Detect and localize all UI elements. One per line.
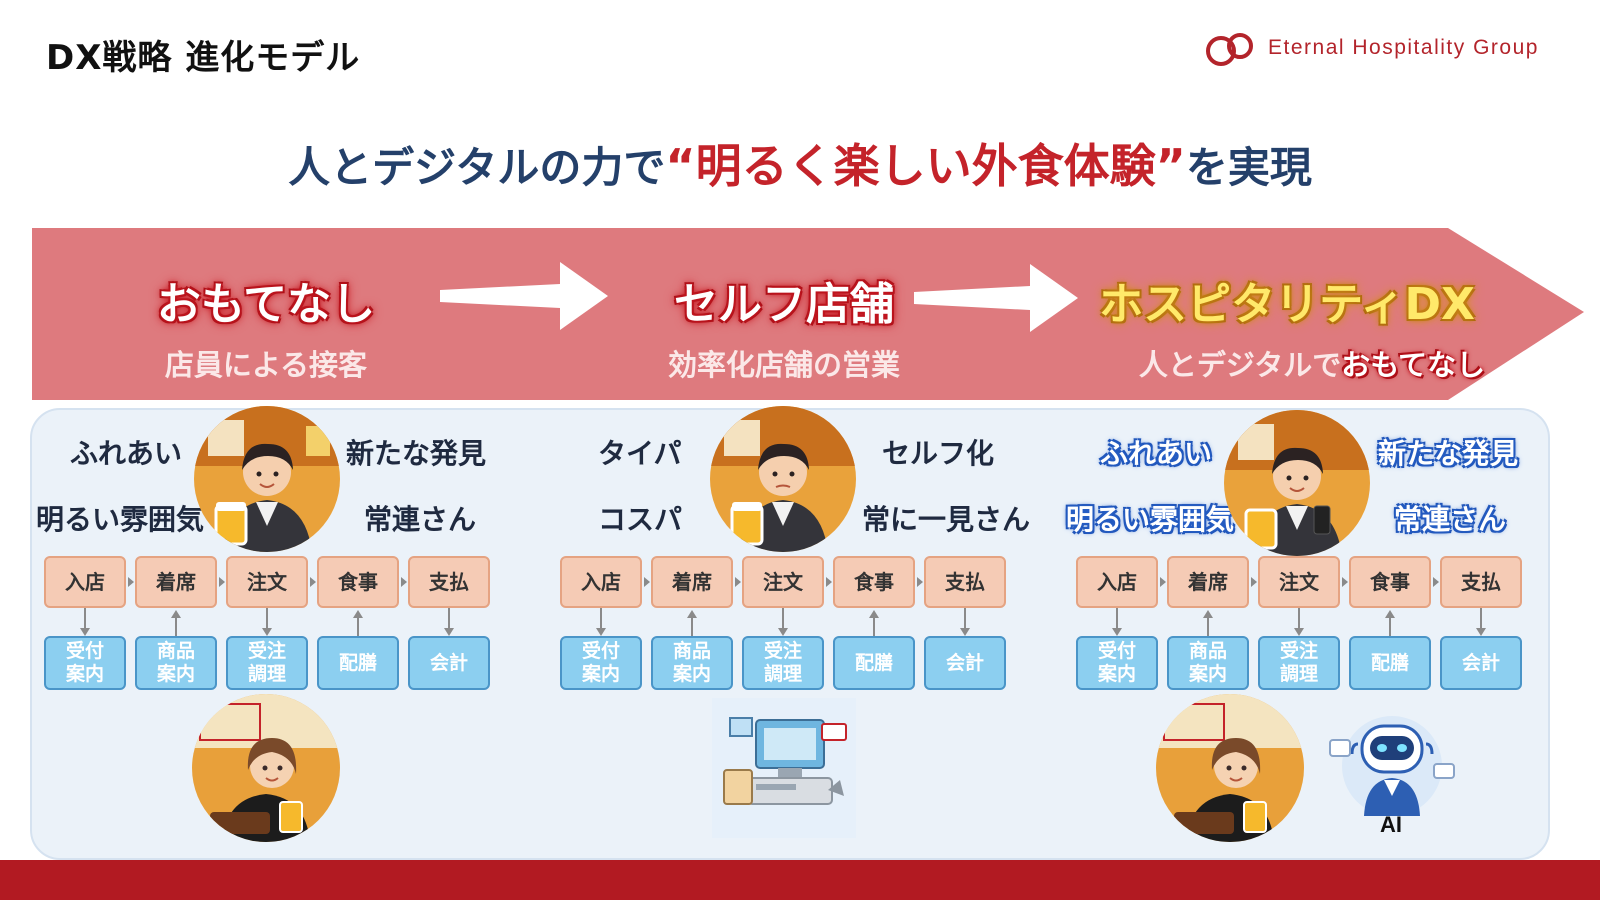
subprocess-step: 商品案内 bbox=[1167, 636, 1249, 690]
process-step: 注文 bbox=[226, 556, 308, 608]
process-step: 食事 bbox=[1349, 556, 1431, 608]
logo-rings-icon bbox=[1206, 33, 1253, 66]
stage-3-feature: ふれあい bbox=[1100, 437, 1213, 470]
stage-3-feature: 常連さん bbox=[1394, 503, 1507, 536]
headline-before: 人とデジタルの力で bbox=[288, 143, 666, 192]
subprocess-step: 受注調理 bbox=[742, 636, 824, 690]
process-step: 支払 bbox=[408, 556, 490, 608]
brand-logo: Eternal Hospitality Group bbox=[1204, 30, 1564, 70]
transition-arrow-1 bbox=[440, 262, 608, 330]
stage-1-subtitle: 店員による接客 bbox=[164, 348, 368, 382]
stage-1-feature: ふれあい bbox=[70, 437, 183, 470]
process-step: 支払 bbox=[924, 556, 1006, 608]
stage-1-feature: 新たな発見 bbox=[346, 437, 487, 470]
staff-avatar-icon bbox=[1156, 694, 1304, 842]
subprocess-step: 配膳 bbox=[1349, 636, 1431, 690]
pos-register-icon bbox=[712, 698, 856, 838]
transition-arrow-2 bbox=[914, 264, 1078, 332]
stage-1-feature: 常連さん bbox=[364, 503, 477, 536]
process-step: 支払 bbox=[1440, 556, 1522, 608]
subprocess-step: 商品案内 bbox=[651, 636, 733, 690]
stage-2-feature: コスパ bbox=[598, 503, 683, 536]
chevron-arrow-icon bbox=[32, 228, 1584, 400]
customer-avatar-icon bbox=[710, 406, 856, 552]
process-step: 着席 bbox=[651, 556, 733, 608]
stage-3-feature: 新たな発見 bbox=[1378, 437, 1519, 470]
stage-2-feature: タイパ bbox=[598, 437, 682, 470]
stage-2-feature: セルフ化 bbox=[882, 437, 995, 470]
bottom-bar bbox=[0, 860, 1600, 900]
headline: 人とデジタルの力で“明るく楽しい外食体験”を実現 bbox=[0, 130, 1600, 196]
subprocess-step: 受付案内 bbox=[560, 636, 642, 690]
headline-emphasis: 明るく楽しい外食体験 bbox=[695, 139, 1156, 193]
subprocess-step: 受注調理 bbox=[226, 636, 308, 690]
subprocess-step: 受注調理 bbox=[1258, 636, 1340, 690]
stage-3-feature: 明るい雰囲気 bbox=[1066, 503, 1235, 536]
staff-avatar-icon bbox=[192, 694, 340, 842]
customer-avatar-icon bbox=[1224, 410, 1370, 556]
process-step: 食事 bbox=[833, 556, 915, 608]
subprocess-step: 会計 bbox=[924, 636, 1006, 690]
brand-name: Eternal Hospitality Group bbox=[1268, 36, 1539, 59]
stage-2-subtitle: 効率化店舗の営業 bbox=[667, 348, 900, 382]
process-step: 注文 bbox=[742, 556, 824, 608]
stage-3-subtitle-emphasis: おもてなし bbox=[1341, 348, 1486, 382]
ai-robot-icon bbox=[1322, 700, 1462, 816]
subprocess-step: 配膳 bbox=[317, 636, 399, 690]
stage-3-title: ホスピタリティDX bbox=[1099, 279, 1475, 330]
stage-2-feature: 常に一見さん bbox=[862, 503, 1031, 536]
stage-3-subtitle-plain: 人とデジタルで bbox=[1138, 348, 1342, 382]
ai-label: AI bbox=[1380, 812, 1402, 837]
process-step: 入店 bbox=[560, 556, 642, 608]
process-step: 着席 bbox=[1167, 556, 1249, 608]
headline-after: を実現 bbox=[1185, 143, 1312, 192]
evolution-band bbox=[32, 228, 1584, 400]
process-step: 入店 bbox=[1076, 556, 1158, 608]
process-step: 入店 bbox=[44, 556, 126, 608]
subprocess-step: 受付案内 bbox=[44, 636, 126, 690]
subprocess-step: 配膳 bbox=[833, 636, 915, 690]
subprocess-step: 商品案内 bbox=[135, 636, 217, 690]
stage-1-title: おもてなし bbox=[156, 279, 376, 330]
subprocess-step: 会計 bbox=[1440, 636, 1522, 690]
process-connectors bbox=[80, 577, 454, 636]
stage-1-feature: 明るい雰囲気 bbox=[36, 503, 205, 536]
process-step: 食事 bbox=[317, 556, 399, 608]
stage-3-subtitle: 人とデジタルでおもてなし bbox=[1132, 342, 1492, 384]
headline-quote-close: ” bbox=[1155, 139, 1186, 193]
subprocess-step: 会計 bbox=[408, 636, 490, 690]
stage-2-title: セルフ店舗 bbox=[674, 279, 894, 330]
process-step: 着席 bbox=[135, 556, 217, 608]
process-connectors bbox=[1112, 577, 1486, 636]
page-title: DX戦略 進化モデル bbox=[46, 38, 361, 78]
customer-avatar-icon bbox=[194, 406, 340, 552]
headline-quote-open: “ bbox=[665, 139, 696, 193]
process-step: 注文 bbox=[1258, 556, 1340, 608]
subprocess-step: 受付案内 bbox=[1076, 636, 1158, 690]
process-connectors bbox=[596, 577, 970, 636]
